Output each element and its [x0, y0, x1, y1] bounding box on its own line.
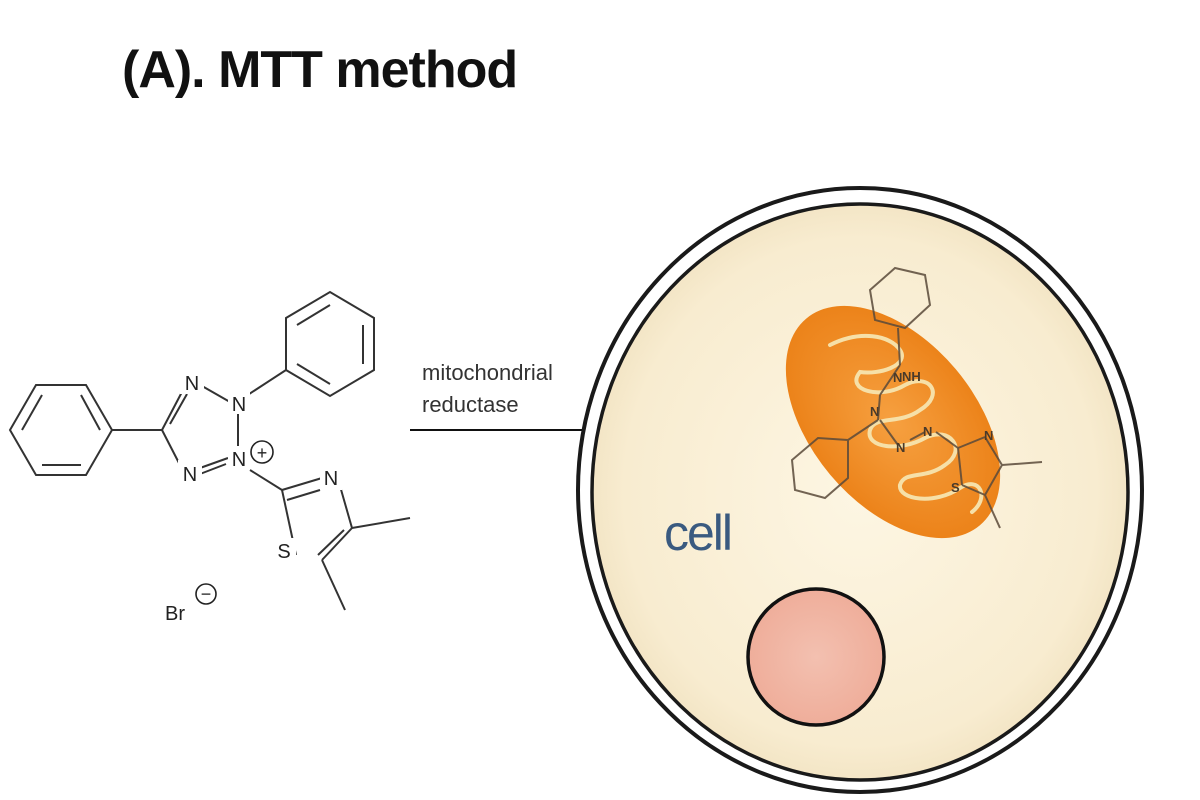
mtt-thiazole-s: S: [277, 541, 290, 563]
formazan-top-phenyl-ring: [868, 266, 932, 330]
formazan-atom-n-d: N: [923, 424, 932, 439]
mitochondrion: [785, 305, 1001, 539]
formazan-atom-n-c: N: [896, 440, 905, 455]
mtt-bromide: Br: [165, 603, 185, 625]
mtt-thiazole-n: N: [324, 468, 338, 490]
mitochondrion-body: [785, 305, 1001, 539]
formazan-atom-n-b: N: [870, 404, 879, 419]
formazan-atom-s: S: [951, 480, 960, 495]
mitochondrion-cristae: [828, 333, 984, 514]
mtt-negative-charge: −: [201, 584, 212, 604]
mtt-atom-labels: N N N N + N S Br −: [165, 370, 342, 625]
mtt-atom-n3: N: [232, 449, 246, 471]
mtt-negative-charge-circle: [195, 583, 217, 605]
arrow-label-line1: mitochondrial: [422, 360, 553, 385]
formazan-atom-n-e: N: [984, 428, 993, 443]
formazan-atom-labels: N NH N N N N S: [870, 369, 993, 495]
mtt-atom-n2: N: [232, 394, 246, 416]
mtt-tetrazole-ring: [161, 385, 239, 475]
formazan-molecule: [790, 266, 1043, 529]
formazan-atom-n-a: N: [893, 370, 902, 385]
arrow-label-line2: reductase: [422, 392, 519, 417]
mtt-molecule: [8, 290, 411, 611]
figure-title: (A). MTT method: [122, 41, 518, 99]
mtt-positive-charge: +: [257, 443, 268, 463]
mtt-left-phenyl-ring: [8, 384, 114, 476]
mtt-atom-n4: N: [183, 464, 197, 486]
cell-label: cell: [664, 505, 731, 561]
formazan-left-phenyl-ring: [790, 436, 849, 500]
formazan-atom-nh: NH: [902, 369, 921, 384]
nucleus: [746, 587, 886, 727]
mtt-atom-n1: N: [185, 373, 199, 395]
mtt-positive-charge-circle: [250, 440, 274, 464]
mtt-top-phenyl-ring: [285, 290, 375, 398]
